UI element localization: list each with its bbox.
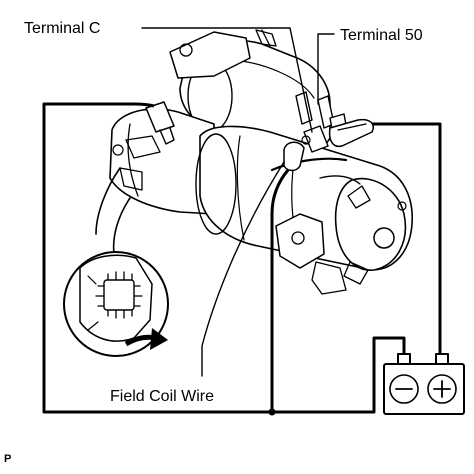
terminal-c-label: Terminal C	[24, 20, 100, 37]
starter-motor-drawing	[109, 29, 413, 295]
terminal-50-label: Terminal 50	[340, 27, 423, 44]
alligator-clip-icon	[145, 101, 374, 172]
figure-code-label: P	[4, 453, 11, 465]
detail-magnifier-icon	[63, 167, 169, 357]
field-coil-wire-label: Field Coil Wire	[110, 388, 214, 405]
callout-lines	[141, 27, 335, 377]
arrow-right-icon	[124, 328, 168, 350]
battery-icon	[383, 353, 465, 415]
test-leads	[42, 102, 442, 416]
